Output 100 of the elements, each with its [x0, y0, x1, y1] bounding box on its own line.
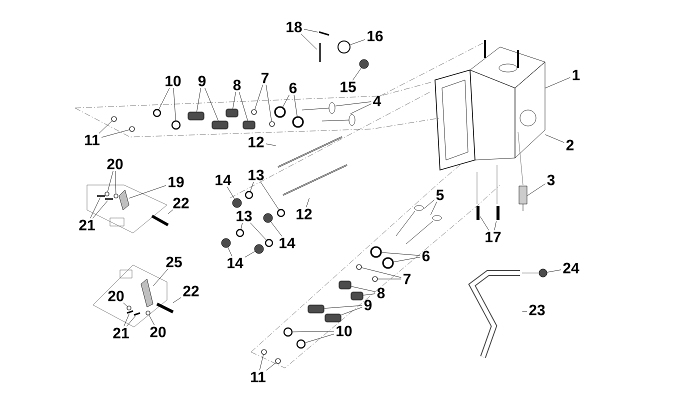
leader-line — [254, 84, 263, 110]
leader-line — [126, 316, 136, 326]
callout-number: 20 — [107, 158, 123, 170]
callout-number: 2 — [566, 140, 574, 150]
leader-line — [238, 92, 248, 121]
pin — [126, 306, 132, 310]
leader-line — [292, 330, 334, 332]
callout-number: 14 — [280, 238, 296, 248]
callout-number: 4 — [373, 96, 382, 106]
leader-line — [294, 94, 298, 116]
pin — [146, 310, 150, 316]
callout-number: 22 — [183, 286, 199, 296]
nut — [232, 198, 242, 208]
nut — [263, 213, 273, 223]
pipe-drawing — [468, 270, 520, 358]
leader-line — [129, 185, 166, 198]
callout-number: 8 — [377, 288, 385, 298]
cotter — [261, 349, 267, 355]
callout-number: 16 — [368, 30, 383, 42]
leader-line — [547, 270, 562, 272]
leader-line — [115, 170, 116, 194]
leader-line — [196, 88, 201, 112]
callout-number: 17 — [486, 232, 501, 242]
callout-number: 11 — [85, 134, 100, 146]
leader-line — [341, 306, 362, 316]
leader-line — [394, 256, 420, 262]
leader-line — [430, 202, 437, 215]
callout-number: 14 — [216, 174, 232, 186]
nut — [254, 244, 264, 254]
leader-line — [172, 297, 182, 303]
leader-line — [304, 28, 318, 32]
leader-line — [90, 198, 100, 218]
valve-drawing — [322, 114, 356, 126]
leader-line — [153, 268, 168, 286]
stud-drawing — [496, 206, 500, 220]
callout-number: 21 — [113, 328, 129, 338]
washer — [264, 238, 274, 248]
callout-number: 20 — [108, 290, 124, 302]
callout-number: 11 — [251, 372, 266, 382]
leader-line — [204, 88, 218, 121]
callout-number: 9 — [364, 300, 372, 310]
leader-line — [228, 247, 232, 256]
leader-line — [232, 92, 236, 109]
nut — [359, 59, 369, 69]
leader-line — [270, 222, 282, 236]
leader-line — [168, 210, 174, 214]
leader-line — [158, 88, 170, 110]
callout-number: 24 — [563, 262, 580, 274]
leader-line — [300, 34, 317, 50]
callout-number: 10 — [166, 76, 181, 86]
leader-line — [335, 102, 372, 106]
valve-spring — [188, 112, 204, 120]
screw-drawing — [318, 31, 330, 36]
callout-number: 19 — [168, 176, 184, 188]
valve-drawing — [302, 102, 336, 114]
callout-number: 18 — [286, 22, 302, 32]
leader-line — [250, 222, 266, 240]
leader-line — [260, 182, 279, 210]
callout-number: 7 — [262, 72, 268, 84]
pin-drawing — [126, 310, 134, 314]
leader-line — [240, 222, 243, 230]
callout-number: 5 — [436, 190, 444, 200]
rocker-arm-drawing — [140, 278, 154, 308]
washer — [244, 190, 254, 200]
washer — [283, 327, 293, 337]
cotter — [129, 126, 135, 132]
leader-line — [350, 39, 366, 46]
callout-number: 13 — [248, 170, 264, 180]
leader-line — [244, 251, 256, 258]
leader-line — [259, 354, 264, 370]
cotter — [275, 358, 281, 364]
leader-line — [124, 314, 130, 326]
leader-line — [424, 200, 434, 209]
callout-number: 22 — [173, 198, 189, 208]
valve-seal — [370, 246, 382, 258]
valve-seal — [274, 106, 286, 118]
leader-line — [352, 68, 362, 80]
callout-number: 21 — [79, 220, 95, 230]
leader-line — [545, 134, 564, 143]
valve-spring — [308, 304, 324, 314]
valve-spring — [212, 120, 228, 130]
washer — [296, 339, 306, 349]
leader-line — [101, 130, 130, 138]
leader-line — [494, 221, 496, 230]
leader-line — [378, 278, 402, 280]
callout-number: 25 — [166, 256, 182, 268]
leader-line — [480, 216, 489, 230]
valve-spring — [242, 120, 256, 130]
leader-line — [362, 267, 402, 278]
leader-line — [306, 198, 310, 208]
callout-number: 6 — [422, 250, 430, 262]
pin-drawing — [134, 312, 140, 316]
washer — [236, 228, 244, 238]
pin — [114, 194, 118, 198]
valve-seal — [382, 257, 394, 269]
leader-line — [98, 120, 112, 134]
leader-line — [363, 294, 376, 296]
cotter — [111, 116, 117, 122]
leader-line — [107, 170, 114, 192]
stud-drawing — [476, 206, 480, 220]
